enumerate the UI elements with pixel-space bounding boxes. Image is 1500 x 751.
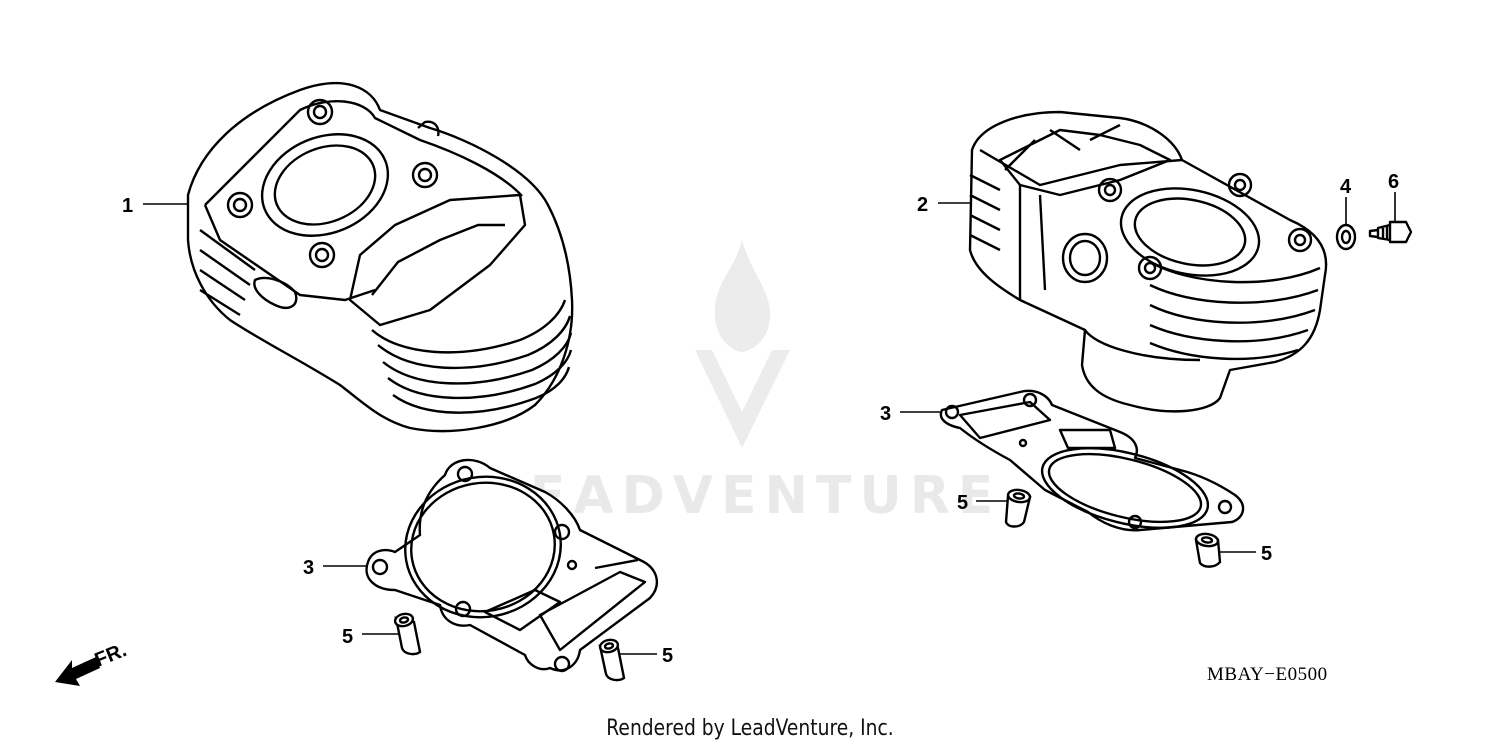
- dowel-pin-right-a[interactable]: [1004, 488, 1032, 528]
- dowel-pin-right-b[interactable]: [1194, 532, 1222, 568]
- cylinder-right[interactable]: [968, 110, 1328, 413]
- washer-part-4[interactable]: [1335, 223, 1357, 251]
- callout-3-left: 3: [303, 557, 314, 579]
- flame-logo-icon: [714, 240, 771, 352]
- front-label: FR.: [92, 639, 130, 671]
- callout-5-lower-left-b: 5: [662, 645, 673, 667]
- dowel-pin-lower-left-a[interactable]: [393, 612, 422, 656]
- callout-4: 4: [1340, 176, 1352, 198]
- dowel-pin-lower-left-b[interactable]: [598, 638, 626, 682]
- front-arrow-icon: [55, 657, 100, 686]
- v-logo-icon: [695, 350, 790, 448]
- gasket-left[interactable]: [365, 458, 659, 673]
- callout-5-right-a: 5: [957, 492, 968, 514]
- callout-3-right: 3: [880, 403, 891, 425]
- gasket-right[interactable]: [939, 389, 1245, 543]
- callouts: 1 2 3 3 4 5 5 5 5 6: [122, 171, 1399, 667]
- credit-line: Rendered by LeadVenture, Inc.: [606, 716, 894, 741]
- callout-1: 1: [122, 195, 133, 217]
- callout-5-right-b: 5: [1261, 543, 1272, 565]
- front-direction-indicator: FR.: [55, 639, 130, 686]
- cylinder-left[interactable]: [186, 81, 574, 433]
- callout-6: 6: [1388, 171, 1399, 193]
- callout-2: 2: [917, 194, 928, 216]
- diagram-code: MBAY−E0500: [1207, 664, 1328, 685]
- leader-lines: [143, 192, 1396, 655]
- callout-5-lower-left-a: 5: [342, 626, 353, 648]
- bolt-part-6[interactable]: [1368, 220, 1413, 244]
